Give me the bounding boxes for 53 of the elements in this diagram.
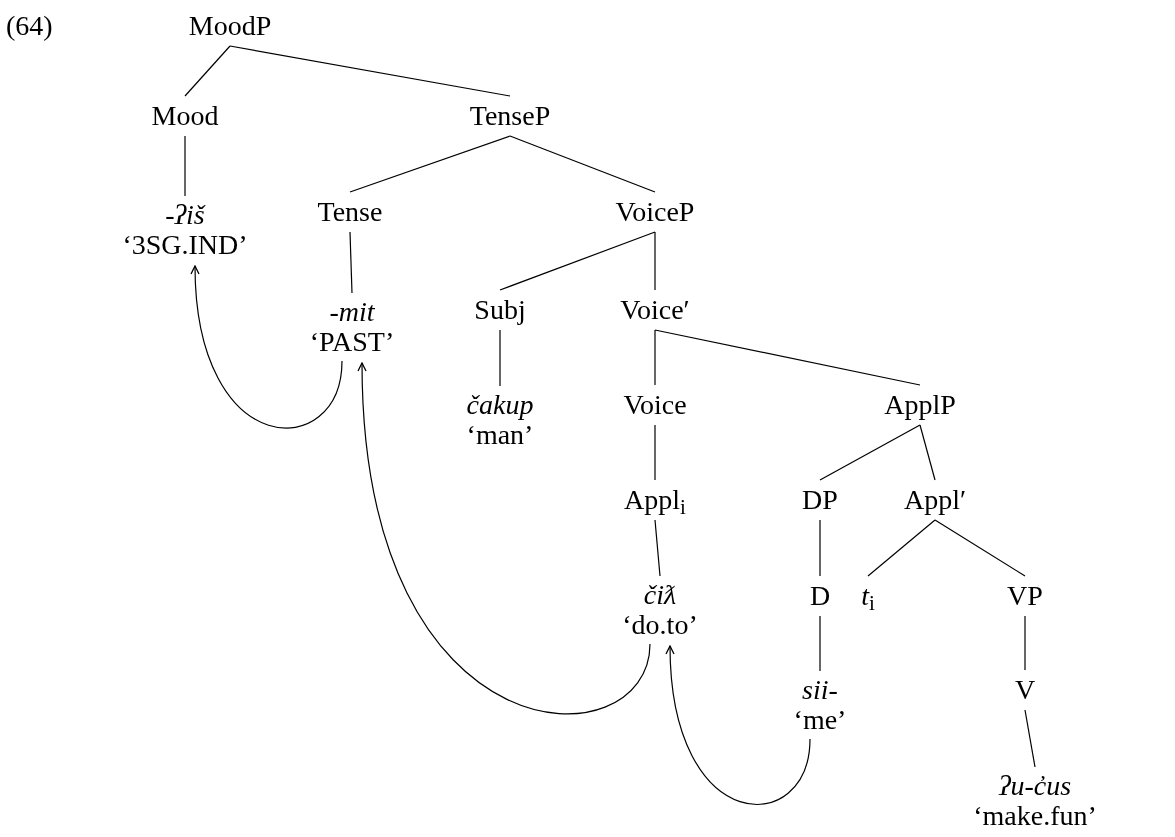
gloss: ‘me’	[793, 705, 847, 735]
node-label: t$_{i}$	[861, 576, 875, 616]
tree-branch	[819, 519, 821, 577]
tree-branch	[1024, 709, 1036, 768]
morpheme: ʔu-c̓us	[998, 771, 1072, 801]
tree-branch	[819, 424, 921, 481]
node-label: MoodP	[188, 6, 272, 46]
tree-branch	[654, 329, 921, 386]
gloss: ‘PAST’	[309, 327, 395, 357]
node-label: Appl′	[903, 480, 967, 520]
tree-branch	[184, 45, 231, 97]
gloss: ‘make.fun’	[973, 801, 1097, 831]
node-label: ApplP	[884, 385, 956, 425]
node-label: Mood	[151, 96, 219, 136]
tree-branch	[654, 424, 656, 481]
morpheme: -ʔiš	[165, 200, 205, 230]
tree-branch	[654, 231, 656, 291]
tree-branch	[654, 329, 656, 386]
gloss: ‘3SG.IND’	[122, 230, 248, 260]
tree-branch	[499, 329, 501, 387]
node-label: TenseP	[469, 96, 551, 136]
tree-branch	[349, 135, 511, 193]
node-label: Voice	[623, 385, 687, 425]
morpheme: -mit	[329, 297, 375, 327]
node-label: V	[1014, 670, 1036, 710]
tree-branch	[349, 231, 353, 294]
movement-arrow	[190, 265, 343, 429]
node-label: VoiceP	[615, 192, 695, 232]
tree-branch	[919, 424, 936, 481]
gloss: ‘man’	[466, 420, 534, 450]
morpheme: čiƛ	[643, 580, 677, 610]
tree-branch	[184, 135, 186, 197]
morpheme: čakup	[466, 390, 534, 420]
tree-branch	[499, 231, 656, 291]
morpheme: sii-	[802, 675, 838, 705]
tree-branch	[867, 519, 936, 577]
node-label: Tense	[317, 192, 383, 232]
gloss: ‘do.to’	[622, 610, 698, 640]
node-label: Subj	[474, 290, 526, 330]
tree-branch	[819, 615, 821, 672]
tree-branch	[509, 135, 656, 193]
tree-branch	[654, 519, 661, 577]
tree-branch	[229, 45, 511, 97]
tree-branch	[934, 519, 1026, 577]
node-label: DP	[802, 480, 838, 520]
node-label: Voice′	[620, 290, 690, 330]
node-label: VP	[1007, 576, 1043, 616]
node-label: D	[809, 576, 831, 616]
node-label: Appl$_{i}$	[624, 480, 686, 520]
movement-arrow	[665, 645, 811, 806]
movement-arrow	[357, 362, 651, 715]
tree-branch	[1024, 615, 1026, 671]
example-number: (64)	[6, 10, 53, 42]
